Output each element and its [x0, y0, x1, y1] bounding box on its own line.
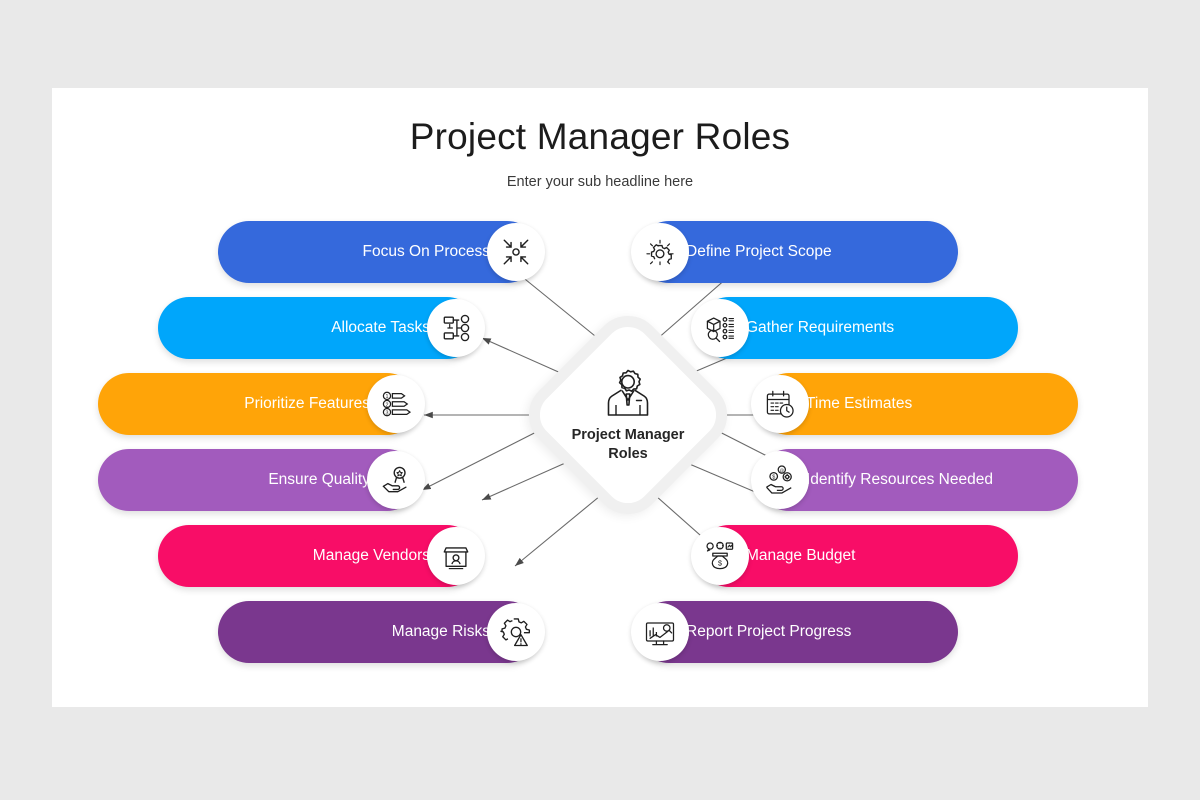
item-allocate-tasks[interactable]: Allocate Tasks	[158, 297, 485, 359]
task-assign-icon	[427, 299, 485, 357]
svg-text:1: 1	[386, 394, 389, 400]
item-gather-requirements[interactable]: Gather Requirements	[691, 297, 1018, 359]
report-monitor-chart-icon	[631, 603, 689, 661]
resources-coins-hand-icon: @ $	[751, 451, 809, 509]
item-label: Report Project Progress	[686, 623, 852, 640]
item-label: Identify Resources Needed	[806, 471, 993, 488]
budget-bag-icon: $	[691, 527, 749, 585]
converge-arrows-icon	[487, 223, 545, 281]
svg-text:3: 3	[386, 410, 389, 416]
svg-text:@: @	[780, 468, 785, 473]
svg-text:$: $	[772, 475, 775, 481]
hub-label: Project Manager Roles	[571, 427, 685, 462]
risk-gear-warning-icon	[487, 603, 545, 661]
item-label: Manage Vendors	[312, 547, 430, 564]
hub-content: Project Manager Roles	[548, 335, 708, 495]
item-label: Manage Risks	[391, 623, 490, 640]
item-label: Time Estimates	[806, 395, 913, 412]
vendor-shop-icon	[427, 527, 485, 585]
item-label: Define Project Scope	[686, 243, 832, 260]
item-manage-risks[interactable]: Manage Risks	[218, 601, 545, 663]
item-label: Prioritize Features	[244, 395, 370, 412]
item-ensure-quality[interactable]: Ensure Quality	[98, 449, 425, 511]
item-identify-resources-needed[interactable]: Identify Resources Needed @ $	[751, 449, 1078, 511]
slide-card: Project Manager Roles Enter your sub hea…	[52, 88, 1148, 707]
item-time-estimates[interactable]: Time Estimates	[751, 373, 1078, 435]
item-label: Manage Budget	[746, 547, 856, 564]
item-report-project-progress[interactable]: Report Project Progress	[631, 601, 958, 663]
item-prioritize-features[interactable]: Prioritize Features 1 2 3	[98, 373, 425, 435]
item-focus-on-process[interactable]: Focus On Process	[218, 221, 545, 283]
quality-badge-hand-icon	[367, 451, 425, 509]
item-label: Ensure Quality	[268, 471, 370, 488]
calendar-clock-icon	[751, 375, 809, 433]
numbered-priority-icon: 1 2 3	[367, 375, 425, 433]
item-define-project-scope[interactable]: Define Project Scope	[631, 221, 958, 283]
page-subtitle: Enter your sub headline here	[506, 174, 694, 190]
page-title: Project Manager Roles	[409, 116, 791, 157]
item-manage-budget[interactable]: Manage Budget $	[691, 525, 1018, 587]
manager-gear-icon	[607, 370, 649, 417]
requirements-search-icon	[691, 299, 749, 357]
svg-text:2: 2	[386, 402, 389, 408]
item-manage-vendors[interactable]: Manage Vendors	[158, 525, 485, 587]
item-label: Allocate Tasks	[331, 319, 430, 336]
scope-gear-rays-icon	[631, 223, 689, 281]
item-label: Focus On Process	[362, 243, 491, 260]
center-hub[interactable]: Project Manager Roles	[514, 301, 742, 529]
svg-text:$: $	[718, 558, 722, 567]
item-label: Gather Requirements	[746, 319, 895, 336]
